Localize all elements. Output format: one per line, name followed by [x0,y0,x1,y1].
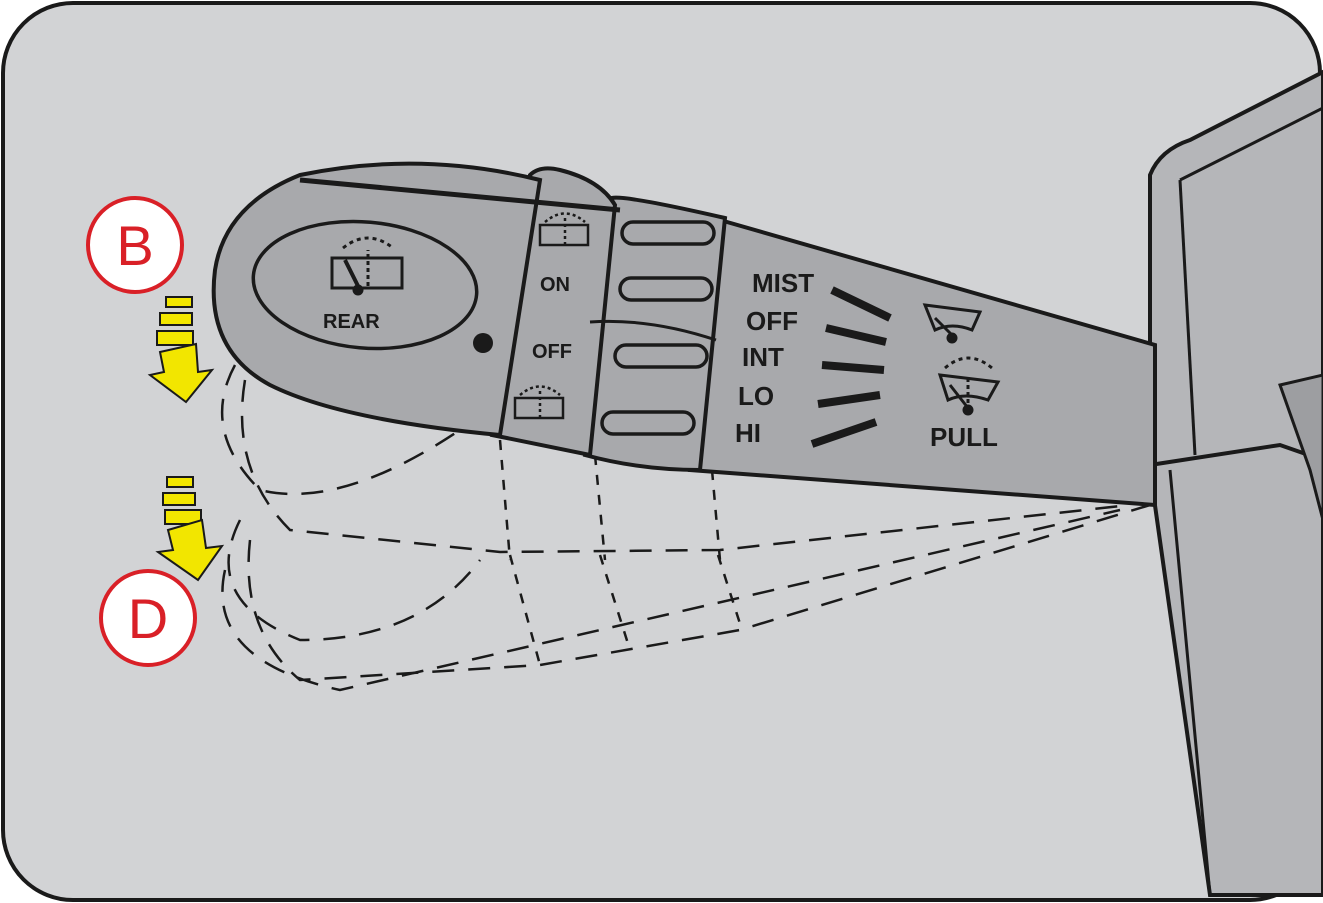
mode-label-lo: LO [738,381,774,411]
mode-labels: MIST OFF INT LO HI [735,268,814,448]
mode-label-off: OFF [746,306,798,336]
front-washer-icon [937,356,1001,416]
steering-column-housing [1148,69,1323,897]
off-label: OFF [532,341,572,363]
washer-icon-bottom [513,385,565,420]
on-label: ON [540,274,570,296]
wiper-stalk[interactable] [211,161,1157,508]
mode-indicator-bars [810,286,892,448]
pull-label: PULL [930,422,998,452]
down-arrow-b [147,296,215,404]
grip-ridges [600,220,716,436]
mode-label-hi: HI [735,418,761,448]
rear-label: REAR [323,311,380,333]
indicator-dot [473,333,493,353]
washer-icon-top [538,212,590,247]
rear-wiper-icon [330,236,404,296]
rear-wiper-switch[interactable] [248,212,482,357]
callout-b: B [86,196,184,294]
down-arrow-d [155,476,225,582]
mode-label-mist: MIST [752,268,814,298]
front-wiper-icon [922,303,983,344]
mode-label-int: INT [742,342,784,372]
callout-d: D [99,569,197,667]
callout-b-label: B [116,214,153,277]
callout-d-label: D [128,587,168,650]
ghost-positions [220,364,1151,692]
